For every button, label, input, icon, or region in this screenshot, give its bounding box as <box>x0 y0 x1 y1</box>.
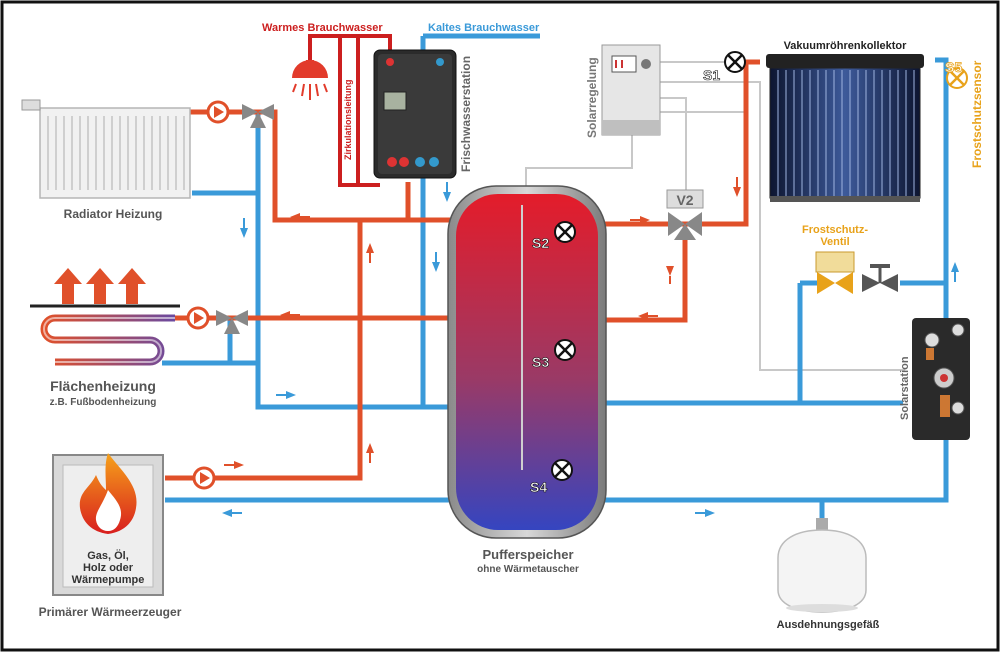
floor-heating-pump <box>186 306 210 330</box>
buffer-tank <box>447 185 607 539</box>
sensor-s2-label: S2 <box>532 235 549 251</box>
warm-water-label: Warmes Brauchwasser <box>262 22 383 34</box>
solar-controller-label: Solarregelung <box>585 57 599 138</box>
radiator <box>21 99 191 199</box>
cold-water-label: Kaltes Brauchwasser <box>428 22 540 34</box>
flame-inner-icon <box>95 490 122 531</box>
frost-protection-valve <box>815 251 855 294</box>
floor-heating-mixing-valve <box>216 310 248 334</box>
primary-generator-label: Primärer Wärmeerzeuger <box>39 605 182 619</box>
solar-controller <box>601 44 661 136</box>
shutoff-valve <box>862 264 898 292</box>
cold-pipes <box>162 33 949 520</box>
heat-arrows <box>54 268 146 304</box>
valve-v2-label: V2 <box>676 192 693 208</box>
expansion-vessel-label: Ausdehnungsgefäß <box>777 619 880 631</box>
solar-station <box>912 318 970 440</box>
three-way-valve-v2 <box>666 189 704 240</box>
sensor-s1-label: S1 <box>703 67 720 83</box>
sensor-s4-label: S4 <box>530 479 547 495</box>
fresh-water-station <box>373 49 457 179</box>
radiator-mixing-valve <box>242 104 274 128</box>
solar-station-label: Solarstation <box>899 356 911 420</box>
sensor-s5-icon <box>946 67 968 89</box>
buffer-tank-label: Pufferspeicher <box>482 547 573 562</box>
floor-heating-sublabel: z.B. Fußbodenheizung <box>50 397 157 408</box>
frost-valve-label-2: Ventil <box>820 236 849 248</box>
sensor-s3-icon <box>554 339 576 361</box>
sensor-s2-icon <box>554 221 576 243</box>
expansion-vessel <box>777 518 867 613</box>
collector-label: Vakuumröhrenkollektor <box>784 40 908 52</box>
frost-sensor-label: Frostschutzsensor <box>970 60 984 168</box>
floor-heating-coil-inner <box>43 317 175 363</box>
shower-icon <box>292 60 328 100</box>
heat-source-line-1: Gas, Öl, <box>87 549 129 562</box>
circulation-label: Zirkulationsleitung <box>343 79 353 160</box>
sensor-s5-label: S5 <box>945 59 962 75</box>
vacuum-tube-collector <box>766 54 924 202</box>
floor-heating-label: Flächenheizung <box>50 378 156 394</box>
heat-source-line-2: Holz oder <box>83 562 134 574</box>
fresh-water-station-label: Frischwasserstation <box>459 56 473 172</box>
radiator-label: Radiator Heizung <box>64 207 163 221</box>
heat-source-line-3: Wärmepumpe <box>72 574 145 586</box>
frost-valve-label-1: Frostschutz- <box>802 224 868 236</box>
sensor-s1-icon <box>724 51 746 73</box>
sensor-s3-label: S3 <box>532 354 549 370</box>
buffer-tank-sublabel: ohne Wärmetauscher <box>477 564 579 575</box>
radiator-pump <box>206 100 230 124</box>
sensor-s4-icon <box>551 459 573 481</box>
flow-arrows <box>222 177 959 517</box>
warm-water-lines <box>308 34 392 187</box>
heat-generator-pump <box>192 466 216 490</box>
